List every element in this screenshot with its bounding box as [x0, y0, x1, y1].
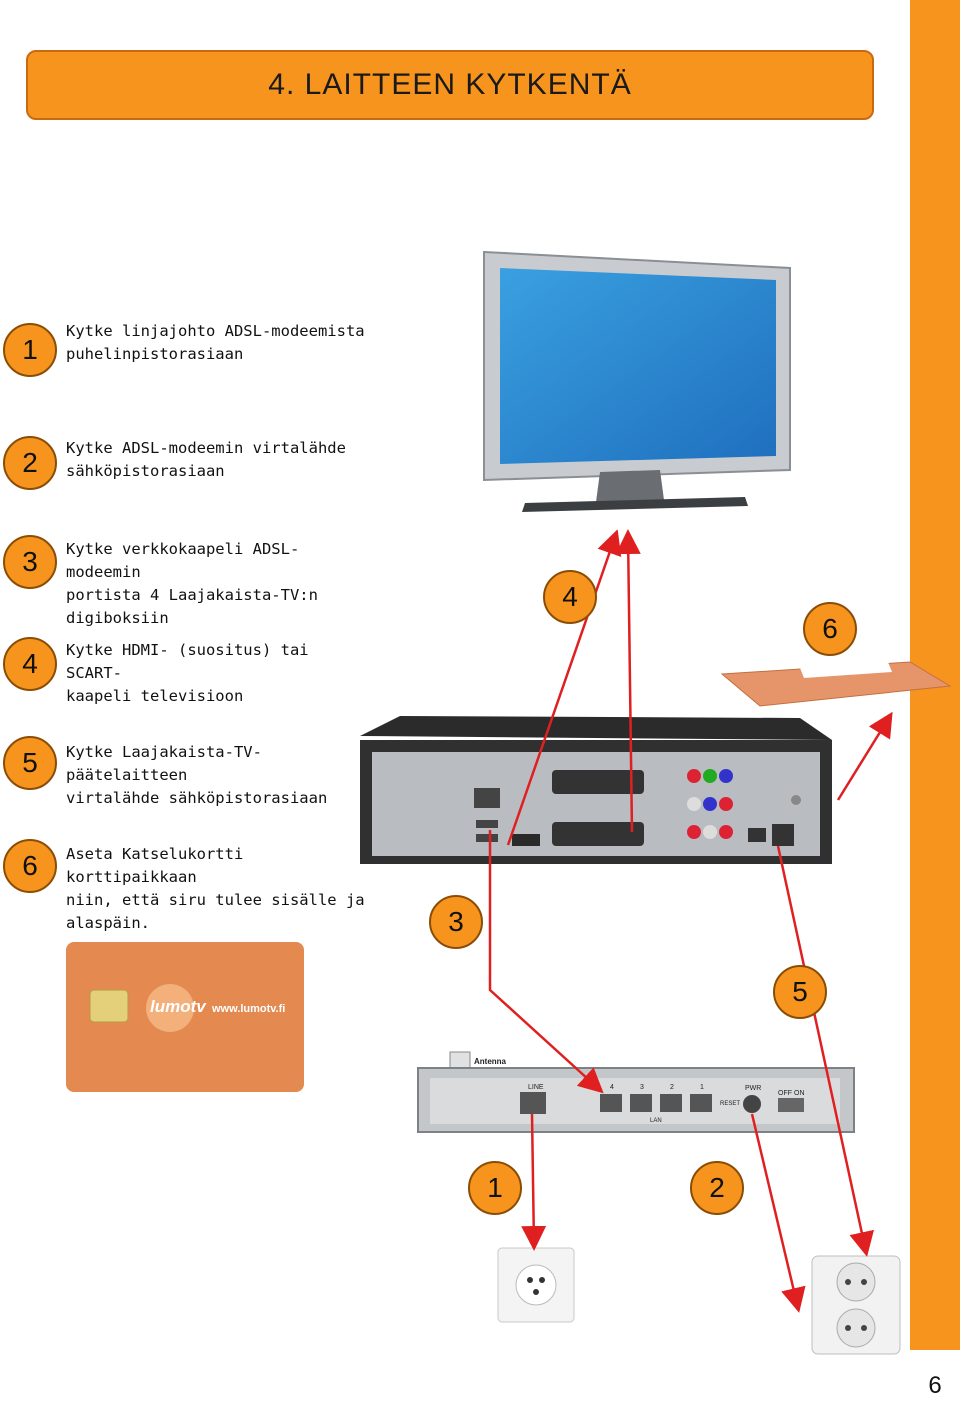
step-badge-6: 6: [3, 839, 57, 893]
step-text-5: Kytke Laajakaista-TV-päätelaitteen virta…: [66, 743, 328, 807]
arrow-stb-power: [776, 845, 874, 1257]
step-badge-3: 3: [3, 535, 57, 589]
side-orange-band: [910, 0, 960, 1422]
modem-port-1-label: 1: [700, 1084, 704, 1091]
modem-on-label: ON: [794, 1090, 805, 1097]
arrow-hdmi-to-tv: [506, 529, 622, 846]
adsl-modem-illustration: [417, 1051, 855, 1133]
step-text-2: Kytke ADSL-modeemin virtalähde sähköpist…: [66, 439, 346, 480]
arrow-line-to-phone: [521, 1113, 547, 1251]
card-in-slot-illustration: [720, 661, 952, 707]
step-badge-1: 1: [3, 323, 57, 377]
arrow-modem-power: [750, 1113, 806, 1313]
page-number: 6: [910, 1350, 960, 1422]
diagram-badge-2: 2: [690, 1161, 744, 1215]
modem-port-4-label: 4: [610, 1084, 614, 1091]
modem-lan-label: LAN: [650, 1118, 662, 1124]
set-top-box-illustration: [360, 716, 832, 864]
step-badge-5: 5: [3, 736, 57, 790]
card-url-text: www.lumotv.fi: [211, 1003, 285, 1015]
step-text-6: Aseta Katselukortti korttipaikkaan niin,…: [66, 845, 365, 932]
modem-port-3-label: 3: [640, 1084, 644, 1091]
step-badge-2: 2: [3, 436, 57, 490]
diagram-badge-6: 6: [803, 602, 857, 656]
step-text-3: Kytke verkkokaapeli ADSL-modeemin portis…: [66, 540, 318, 627]
page-title: 4. LAITTEEN KYTKENTÄ: [26, 50, 874, 120]
modem-pwr-label: PWR: [745, 1085, 761, 1092]
diagram-badge-4: 4: [543, 570, 597, 624]
arrow-card-slot: [836, 711, 893, 801]
tv-illustration: [483, 250, 791, 512]
phone-socket-illustration: [497, 1247, 575, 1323]
modem-antenna-label: Antenna: [474, 1057, 507, 1066]
modem-off-label: OFF: [778, 1090, 792, 1097]
connection-arrows: [488, 529, 893, 1313]
modem-reset-label: RESET: [720, 1101, 740, 1107]
diagram-badge-3: 3: [429, 895, 483, 949]
step-text-4: Kytke HDMI- (suositus) tai SCART- kaapel…: [66, 641, 309, 705]
card-brand-text: lumotv: [150, 997, 207, 1016]
diagram-badge-5: 5: [773, 965, 827, 1019]
modem-line-label: LINE: [528, 1084, 544, 1091]
diagram-badge-1: 1: [468, 1161, 522, 1215]
power-outlet-illustration: [811, 1255, 901, 1355]
step-badge-4: 4: [3, 637, 57, 691]
arrow-scart-to-tv: [615, 529, 641, 833]
modem-port-2-label: 2: [670, 1084, 674, 1091]
lumotv-card-illustration: [66, 942, 304, 1092]
step-text-1: Kytke linjajohto ADSL-modeemista puhelin…: [66, 322, 365, 363]
arrow-network-to-modem: [488, 830, 604, 1094]
